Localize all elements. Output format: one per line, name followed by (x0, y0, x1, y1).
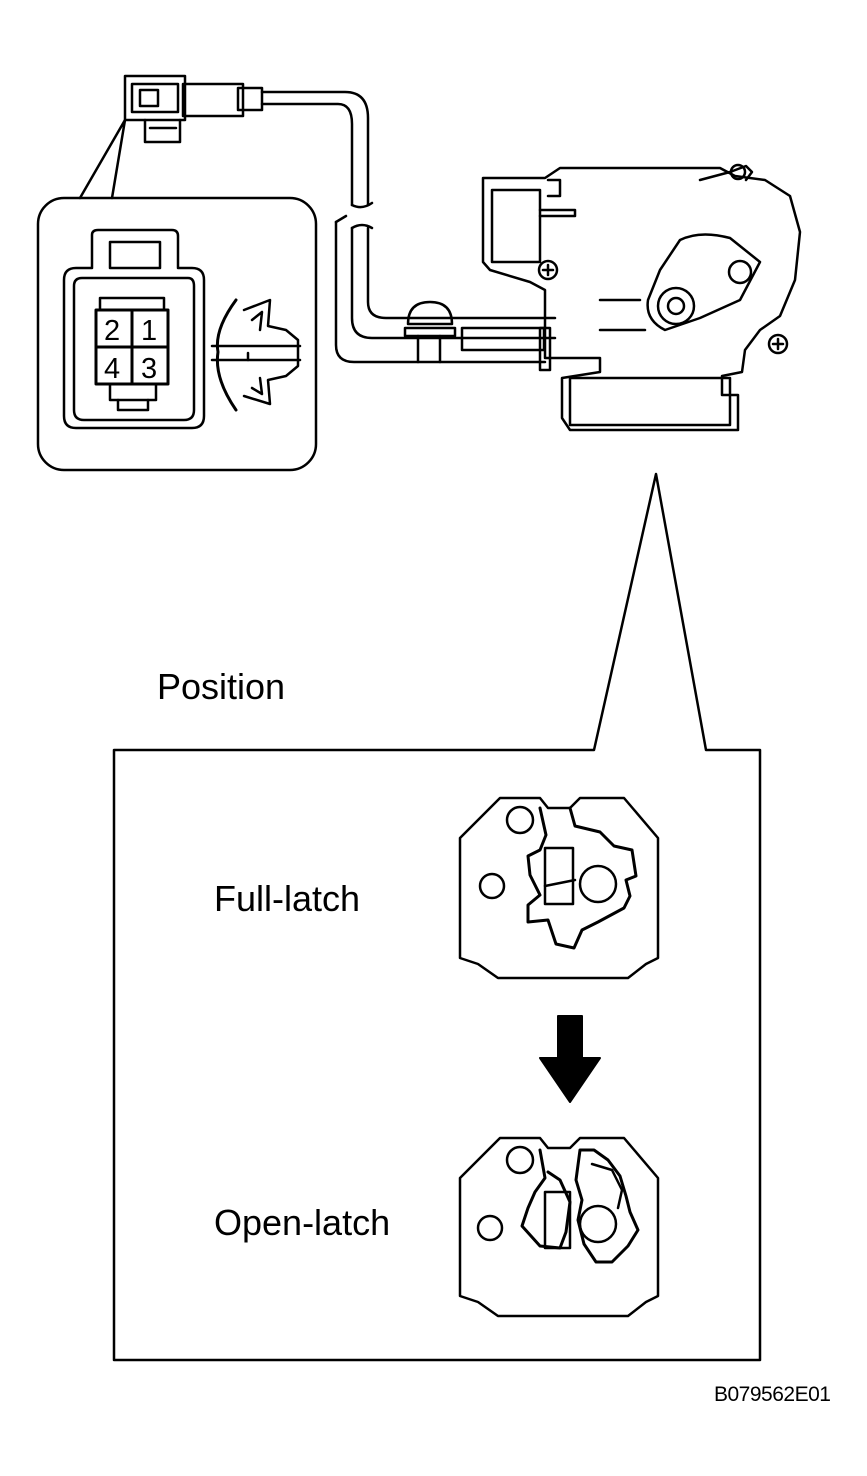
reference-code: B079562E01 (714, 1383, 831, 1406)
pin-label: 1 (141, 315, 157, 347)
pin-label: 2 (104, 315, 120, 347)
pin-label: 3 (141, 353, 157, 385)
full-latch-mechanism (458, 796, 660, 980)
open-latch-label: Open-latch (214, 1202, 391, 1243)
wire-harness (260, 90, 557, 372)
full-latch-label: Full-latch (214, 878, 361, 919)
down-arrow-icon (539, 1015, 601, 1103)
position-label: Position (157, 666, 286, 707)
position-callout (112, 472, 762, 1362)
door-lock-assembly (481, 163, 802, 432)
harness-connector (123, 74, 264, 144)
connector-callout (36, 118, 318, 472)
pin-label: 4 (104, 353, 120, 385)
open-latch-mechanism (458, 1136, 660, 1318)
